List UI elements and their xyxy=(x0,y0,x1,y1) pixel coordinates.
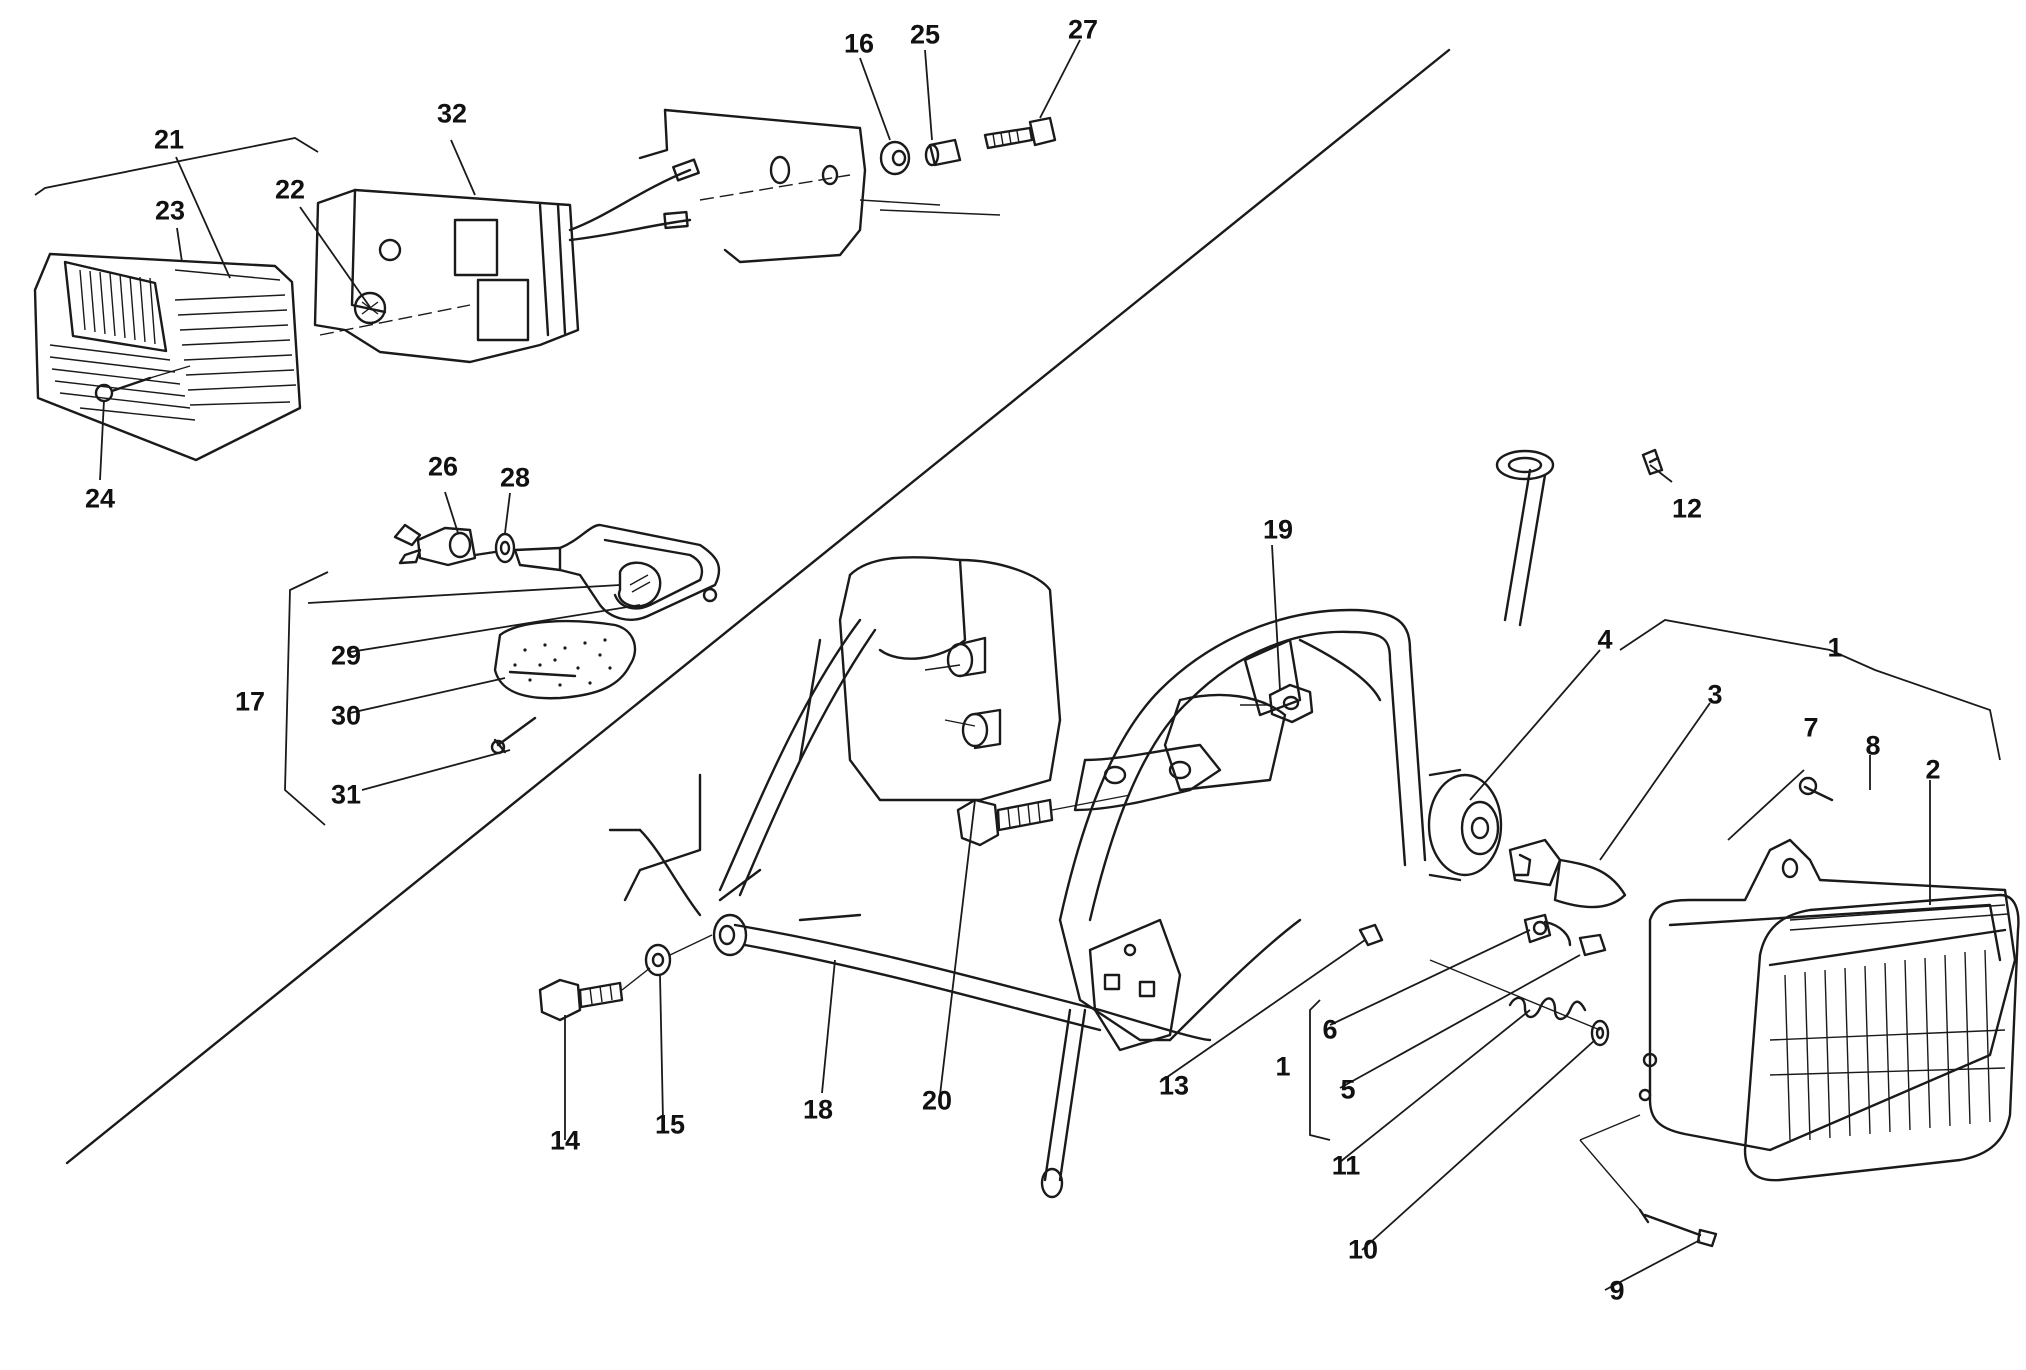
callout-27: 27 xyxy=(1067,14,1099,45)
indicator-screw xyxy=(490,716,537,755)
rubber-grommet xyxy=(879,140,911,176)
indicator-wing-nut xyxy=(393,523,477,567)
callout-23: 23 xyxy=(154,195,186,226)
upper-stem-strut xyxy=(1495,449,1555,627)
callout-29: 29 xyxy=(330,640,362,671)
rear-mounting-plate xyxy=(638,108,1001,264)
callout-2: 2 xyxy=(1925,754,1941,785)
callout-20: 20 xyxy=(921,1085,953,1116)
lower-frame-tube xyxy=(712,913,1212,1042)
callout-25: 25 xyxy=(909,19,941,50)
group-bracket-adjuster xyxy=(1309,999,1331,1141)
callout-16: 16 xyxy=(843,28,875,59)
lower-support-strut xyxy=(1040,1008,1087,1199)
callout-31: 31 xyxy=(330,779,362,810)
clip-nut-small xyxy=(1641,448,1664,476)
callout-4: 4 xyxy=(1597,624,1613,655)
frame-headstock xyxy=(623,556,1062,902)
cross-brace-plate xyxy=(1073,743,1222,812)
group-bracket-headlight xyxy=(1619,619,2001,761)
rear-light-wires xyxy=(568,158,700,242)
indicator-lens xyxy=(493,619,637,700)
callout-30: 30 xyxy=(330,700,362,731)
headlight-mount-screw xyxy=(1579,1114,1718,1248)
frame-tube-forward xyxy=(608,828,862,922)
callout-17: 17 xyxy=(234,686,266,717)
callout-24: 24 xyxy=(84,483,116,514)
callout-18: 18 xyxy=(802,1094,834,1125)
rear-light-bolt xyxy=(983,116,1057,150)
callout-22: 22 xyxy=(274,174,306,205)
callout-11: 11 xyxy=(1331,1150,1361,1181)
headlight-bulb xyxy=(1508,838,1627,909)
callout-9: 9 xyxy=(1609,1275,1625,1306)
headlight-lens xyxy=(1743,893,2020,1182)
headlight-rim xyxy=(1638,838,2017,1152)
callout-1-lower: 1 xyxy=(1275,1051,1291,1082)
callout-6: 6 xyxy=(1322,1014,1338,1045)
callout-28: 28 xyxy=(499,462,531,493)
callout-1-upper: 1 xyxy=(1827,632,1843,663)
indicator-stalk-and-body xyxy=(513,523,721,621)
headlight-rim-screw xyxy=(1798,776,1834,802)
frame-washer xyxy=(621,934,713,991)
wiring-connector xyxy=(1523,913,1572,947)
rear-light-housing xyxy=(313,188,580,364)
rear-light-lens xyxy=(33,252,302,462)
assembly-axis-line xyxy=(699,174,851,201)
callout-14: 14 xyxy=(549,1125,581,1156)
mounting-bolt-large xyxy=(956,794,1131,847)
callout-10: 10 xyxy=(1347,1234,1379,1265)
frame-bolt xyxy=(538,978,624,1022)
callout-8: 8 xyxy=(1865,730,1881,761)
rubber-damper xyxy=(1427,768,1503,882)
callout-15: 15 xyxy=(654,1109,686,1140)
callout-3: 3 xyxy=(1707,679,1723,710)
callout-32: 32 xyxy=(436,98,468,129)
callout-26: 26 xyxy=(427,451,459,482)
callout-12: 12 xyxy=(1671,493,1703,524)
headlight-bracket-frame xyxy=(1058,608,1427,1042)
lower-mount-plate xyxy=(1088,918,1182,1052)
callout-19: 19 xyxy=(1262,514,1294,545)
section-divider-line xyxy=(65,48,1451,1165)
group-bracket-indicator xyxy=(284,571,329,826)
adjuster-nut xyxy=(1578,933,1607,957)
indicator-washer xyxy=(473,532,516,564)
adjuster-washer xyxy=(1590,1019,1610,1047)
callout-21: 21 xyxy=(153,124,185,155)
group-bracket-rear-light xyxy=(34,137,319,196)
assembly-axis-line-2 xyxy=(319,304,471,336)
frame-tube-left xyxy=(718,618,877,897)
callout-5: 5 xyxy=(1340,1074,1356,1105)
adjuster-spring xyxy=(1429,959,1601,1031)
rubber-nut xyxy=(1240,683,1314,724)
indicator-bulb xyxy=(617,561,662,608)
spacer-bushing xyxy=(924,138,962,167)
leader-lines xyxy=(99,39,1931,1291)
mount-bushing-upper xyxy=(924,636,987,678)
callout-7: 7 xyxy=(1803,712,1819,743)
mount-bushing-lower xyxy=(944,708,1002,750)
callout-13: 13 xyxy=(1158,1070,1190,1101)
clip-nut xyxy=(1358,923,1384,947)
indicator-axis-line xyxy=(307,584,621,604)
